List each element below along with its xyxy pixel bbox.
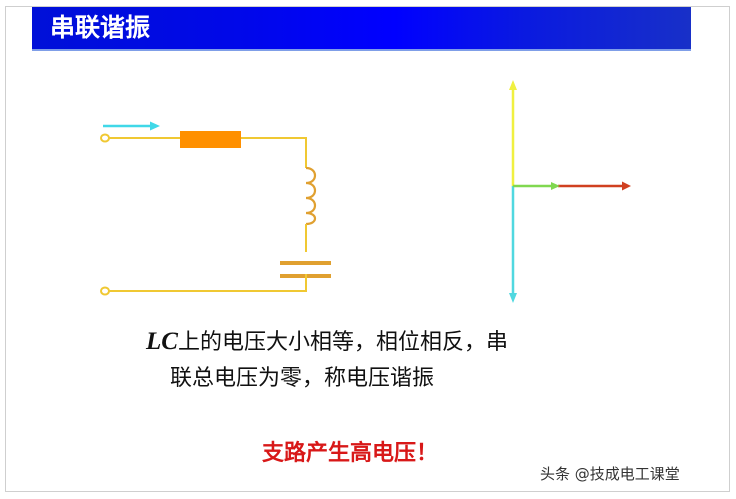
caption-line-1: LC上的电压大小相等，相位相反，串	[146, 327, 508, 358]
phasor-capacitor-voltage-icon	[509, 186, 517, 303]
phasor-diagram	[509, 80, 631, 303]
warning-text: 支路产生高电压！	[262, 441, 439, 466]
slide-title: 串联谐振	[50, 13, 151, 42]
inductor-icon	[305, 166, 317, 226]
phasor-current-icon	[513, 182, 560, 190]
caption-line-2: 联总电压为零，称电压谐振	[170, 366, 435, 391]
title-bar: 串联谐振	[32, 7, 691, 51]
series-rlc-circuit	[100, 121, 331, 296]
terminal-top-icon	[100, 133, 110, 143]
phasor-total-voltage-icon	[558, 181, 631, 191]
phasor-inductor-voltage-icon	[509, 80, 517, 186]
watermark: 头条 @技成电工课堂	[540, 465, 680, 483]
lc-label: LC	[146, 328, 178, 355]
caption-line-1-text: 上的电压大小相等，相位相反，串	[177, 330, 508, 355]
slide-frame	[5, 6, 730, 492]
current-arrow-icon	[103, 121, 160, 131]
resistor-icon	[180, 131, 241, 148]
terminal-bottom-icon	[100, 286, 110, 296]
